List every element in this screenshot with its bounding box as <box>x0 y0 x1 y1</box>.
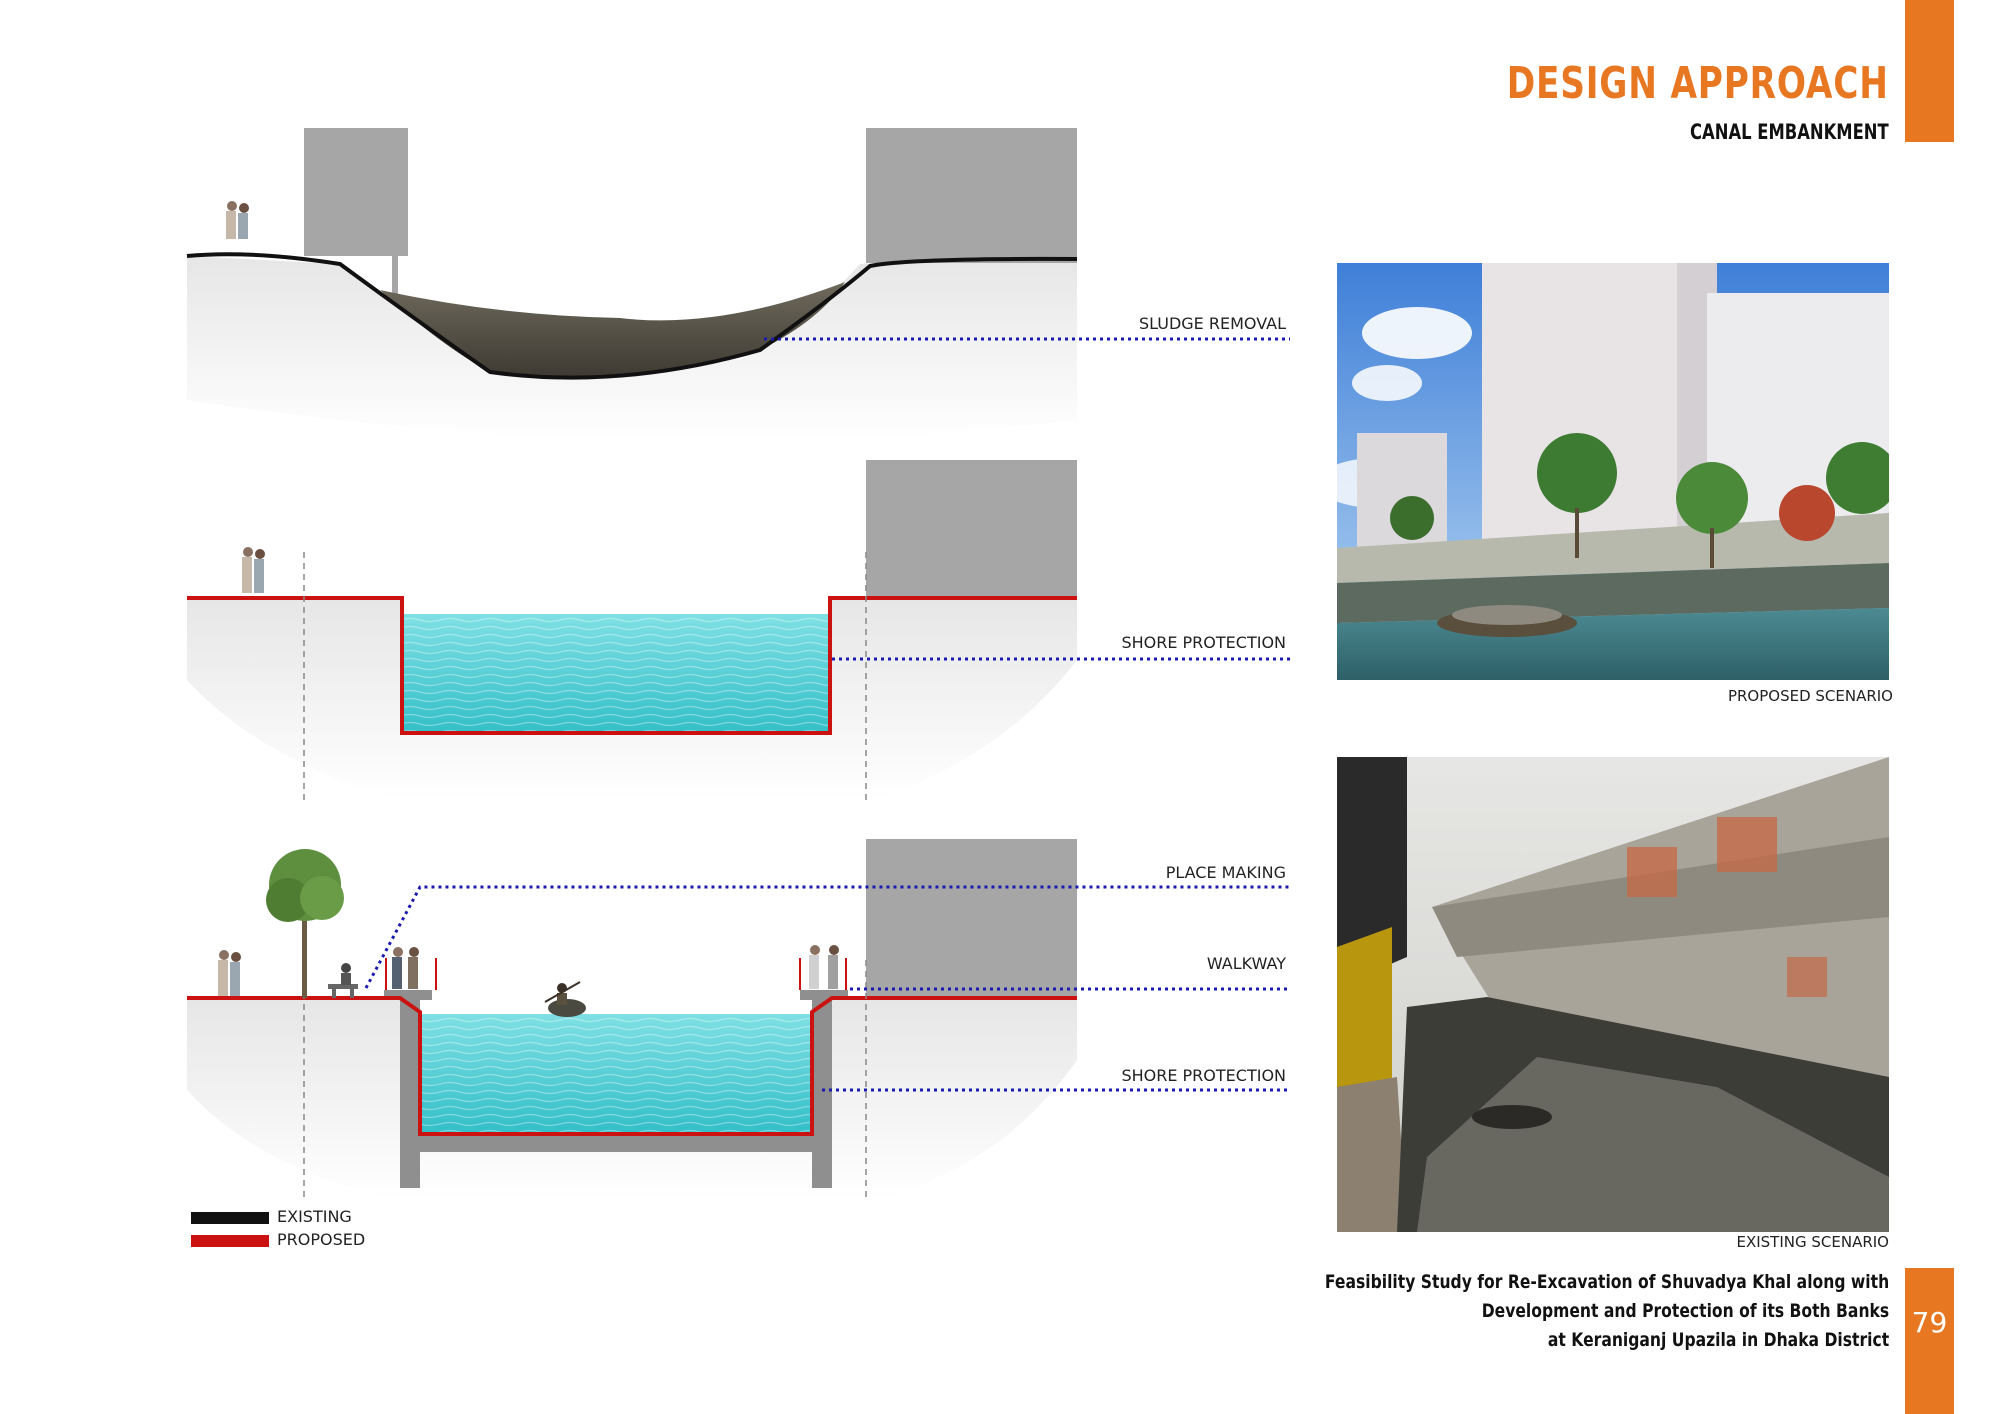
footer-line: at Keraniganj Upazila in Dhaka District <box>1547 1329 1889 1351</box>
footer-line: Feasibility Study for Re-Excavation of S… <box>1324 1271 1889 1293</box>
accent-bar-top <box>1905 0 1954 142</box>
ground-fog <box>187 256 1077 441</box>
proposed-bed-line <box>187 996 1077 1136</box>
page-number: 79 <box>1911 1306 1948 1339</box>
legend-swatch-existing <box>191 1212 269 1224</box>
walkway-deck-left <box>384 990 432 1000</box>
retaining-wall-left <box>400 998 420 1188</box>
building-right <box>866 128 1077 263</box>
label-walkway: WALKWAY <box>1206 954 1286 973</box>
legend-label-existing: EXISTING <box>277 1207 352 1226</box>
proposed-scenario-image <box>1337 263 1889 680</box>
label-shore-protection: SHORE PROTECTION <box>1121 633 1286 652</box>
legend-label-proposed: PROPOSED <box>277 1230 366 1249</box>
tree-icon <box>266 849 344 998</box>
existing-scenario-image <box>1337 757 1889 1232</box>
accent-bar-bottom <box>1905 1268 1954 1414</box>
bench-icon <box>328 963 358 998</box>
label-sludge-removal: SLUDGE REMOVAL <box>1138 314 1286 333</box>
section-existing <box>186 128 1290 441</box>
base-slab <box>420 1132 812 1152</box>
boat-icon <box>544 981 586 1017</box>
water-ripples <box>420 1014 812 1132</box>
caption-proposed-scenario: PROPOSED SCENARIO <box>1727 687 1893 705</box>
sludge-layer <box>380 282 845 378</box>
walkway-deck-right <box>800 990 848 1000</box>
building-left <box>304 128 408 256</box>
leader-place-making <box>364 885 1290 989</box>
page-title: DESIGN APPROACH <box>1507 58 1889 109</box>
people-icon <box>242 547 265 593</box>
report-title-footer: Feasibility Study for Re-Excavation of S… <box>1325 1268 1889 1355</box>
caption-existing-scenario: EXISTING SCENARIO <box>1736 1233 1889 1251</box>
label-place-making: PLACE MAKING <box>1165 863 1286 882</box>
label-shore-protection: SHORE PROTECTION <box>1121 1066 1286 1085</box>
retaining-wall-right <box>812 998 832 1188</box>
footer-line: Development and Protection of its Both B… <box>1481 1300 1889 1322</box>
building-right <box>866 839 1077 998</box>
people-icon <box>226 201 249 239</box>
proposed-bed-line <box>187 596 1077 735</box>
section-walkway <box>187 839 1290 1200</box>
legend-swatch-proposed <box>191 1235 269 1247</box>
section-shore-protection <box>187 460 1290 800</box>
water-ripples <box>404 614 828 733</box>
building-right <box>866 460 1077 598</box>
page-subtitle: CANAL EMBANKMENT <box>1690 120 1889 144</box>
building-pillar <box>392 256 398 296</box>
people-icon <box>218 945 839 996</box>
existing-bed-line <box>186 252 1078 380</box>
ground-fog <box>187 598 1077 800</box>
canal-sections-diagram <box>186 128 1290 1200</box>
